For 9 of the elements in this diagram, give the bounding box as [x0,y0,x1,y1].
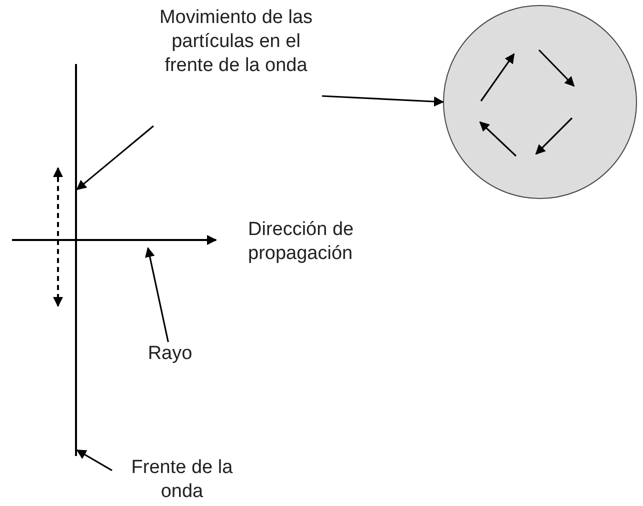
wave-front-line [75,64,77,456]
text-label: Dirección de propagación [248,218,355,266]
leader-line [76,449,112,472]
leader-line [76,125,154,190]
text-label: Frente de la onda [112,456,252,504]
text-label: Movimiento de las partículas en el frente de la onda [150,6,322,126]
leader-line [144,247,169,342]
text-label: Rayo [140,342,200,368]
arrow [322,95,444,107]
